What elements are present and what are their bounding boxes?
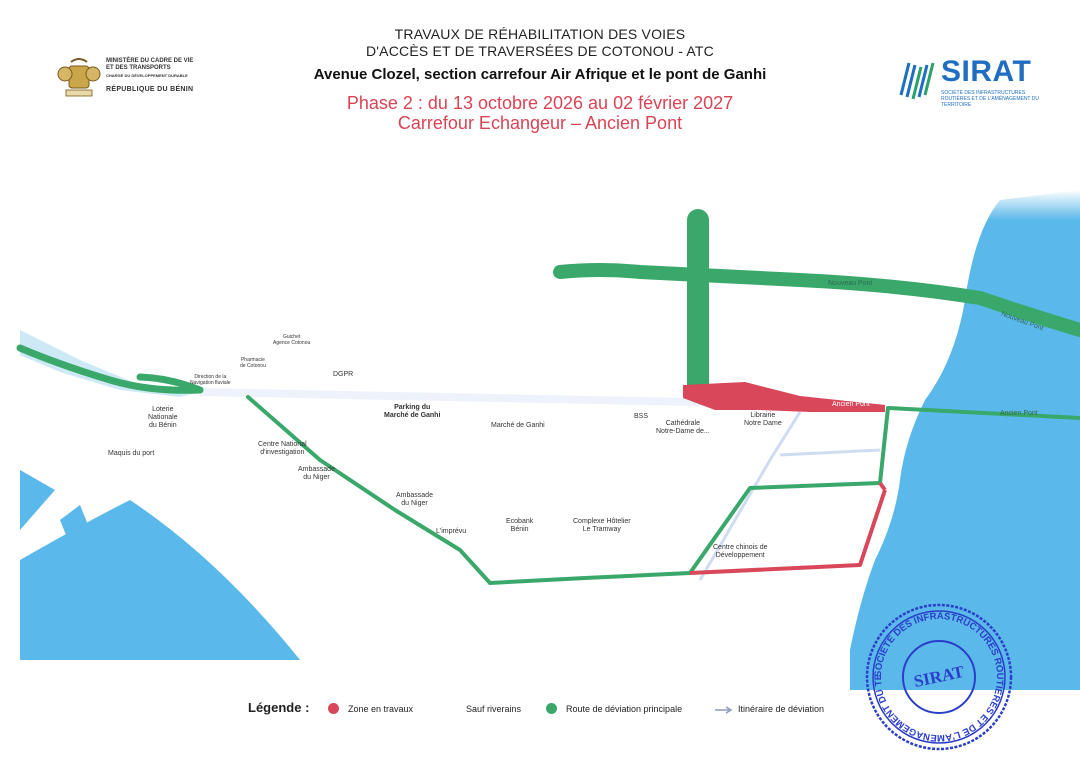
green-route-west (16, 344, 204, 394)
place-librairie: Librairie Notre Dame (744, 412, 782, 427)
sirat-stamp: SOCIÉTÉ DES INFRASTRUCTURES ROUTIÈRES ET… (864, 602, 1013, 751)
red-zone-bridge (683, 382, 885, 412)
benin-coat-of-arms-icon (57, 58, 101, 97)
sirat-stripes-icon (899, 62, 935, 100)
legend-zone-travaux: Zone en travaux (348, 704, 414, 714)
road-label-ancien-pont-2: Ancien Pont (1000, 410, 1038, 417)
legend-sauf-riverains: Sauf riverains (466, 704, 522, 714)
place-ecobank: Ecobank Bénin (506, 518, 534, 533)
place-limprevu: L'imprévu (436, 528, 467, 535)
place-loterie: Loterie Nationale du Bénin (148, 406, 178, 429)
ministry-line-3: CHARGÉ DU DÉVELOPPEMENT DURABLE (106, 73, 188, 78)
sirat-name: SIRAT (941, 55, 1032, 88)
legend-title: Légende : (248, 700, 310, 715)
sea-water-2 (20, 470, 55, 530)
place-centre-chinois: Centre chinois de Développement (713, 544, 768, 559)
road-label-ancien-pont-1: Ancien Pont (832, 401, 870, 408)
phase-dates: Phase 2 : du 13 octobre 2026 au 02 févri… (346, 93, 734, 113)
map-legend: Légende : Zone en travaux Sauf riverains… (248, 700, 888, 720)
green-route-nouveau-pont (553, 263, 1080, 337)
header-subtitle: Avenue Clozel, section carrefour Air Afr… (313, 66, 767, 83)
place-maquis: Maquis du port (108, 450, 155, 457)
place-ambassade-niger-2: Ambassade du Niger (396, 492, 433, 507)
place-bss: BSS (634, 413, 649, 420)
legend-red-dot-icon (328, 703, 339, 714)
legend-itineraire: Itinéraire de déviation (738, 704, 825, 714)
zone-en-travaux (683, 382, 885, 412)
place-ambassade-niger-1: Ambassade du Niger (298, 466, 335, 481)
header-line-2: D'ACCÈS ET DE TRAVERSÉES DE COTONOU - AT… (366, 43, 714, 59)
red-zone-east (689, 489, 887, 575)
green-route-east-1 (688, 406, 890, 575)
legend-arrow-icon (715, 706, 733, 714)
ministry-country: RÉPUBLIQUE DU BÉNIN (106, 86, 194, 93)
red-zone-link (878, 481, 887, 492)
legend-green-dot-icon (546, 703, 557, 714)
ministry-logo: MINISTÈRE DU CADRE DE VIE ET DES TRANSPO… (56, 56, 206, 102)
place-dgpr: DGPR (333, 371, 354, 378)
place-centre-national: Centre National d'investigation (258, 441, 307, 456)
road-label-nouveau-pont-1: Nouveau Pont (828, 280, 873, 287)
detour-itinerary (698, 411, 802, 581)
place-complexe: Complexe Hôtelier Le Tramway (573, 518, 631, 533)
place-small-3: Pharmacie de Cotonou (240, 357, 266, 369)
green-route-ancien-pont (886, 406, 1080, 420)
stamp-center-text: SIRAT (912, 662, 966, 691)
sea-water-3 (60, 505, 90, 545)
ministry-line-1: MINISTÈRE DU CADRE DE VIE (106, 58, 194, 64)
legend-route-deviation: Route de déviation principale (566, 704, 683, 714)
sirat-logo: SIRAT SOCIÉTÉ DES INFRASTRUCTURES ROUTIÈ… (895, 55, 1055, 108)
section-name: Carrefour Echangeur – Ancien Pont (397, 113, 683, 133)
place-cathedrale: Cathédrale Notre-Dame de... (656, 420, 710, 435)
header-line-1: TRAVAUX DE RÉHABILITATION DES VOIES (394, 26, 686, 42)
green-route-south (246, 395, 692, 585)
detour-itinerary-2 (779, 448, 881, 457)
place-small-2: Guichet Agence Cotonou (273, 334, 311, 346)
sirat-tagline: SOCIÉTÉ DES INFRASTRUCTURES ROUTIÈRES ET… (941, 90, 1040, 108)
sea-water (20, 500, 300, 660)
ministry-line-2: ET DES TRANSPORTS (106, 65, 171, 71)
place-small-1: Direction de la Navigation fluviale (190, 374, 231, 386)
place-parking: Parking du Marché de Ganhi (384, 404, 441, 419)
place-marche: Marché de Ganhi (491, 422, 545, 429)
